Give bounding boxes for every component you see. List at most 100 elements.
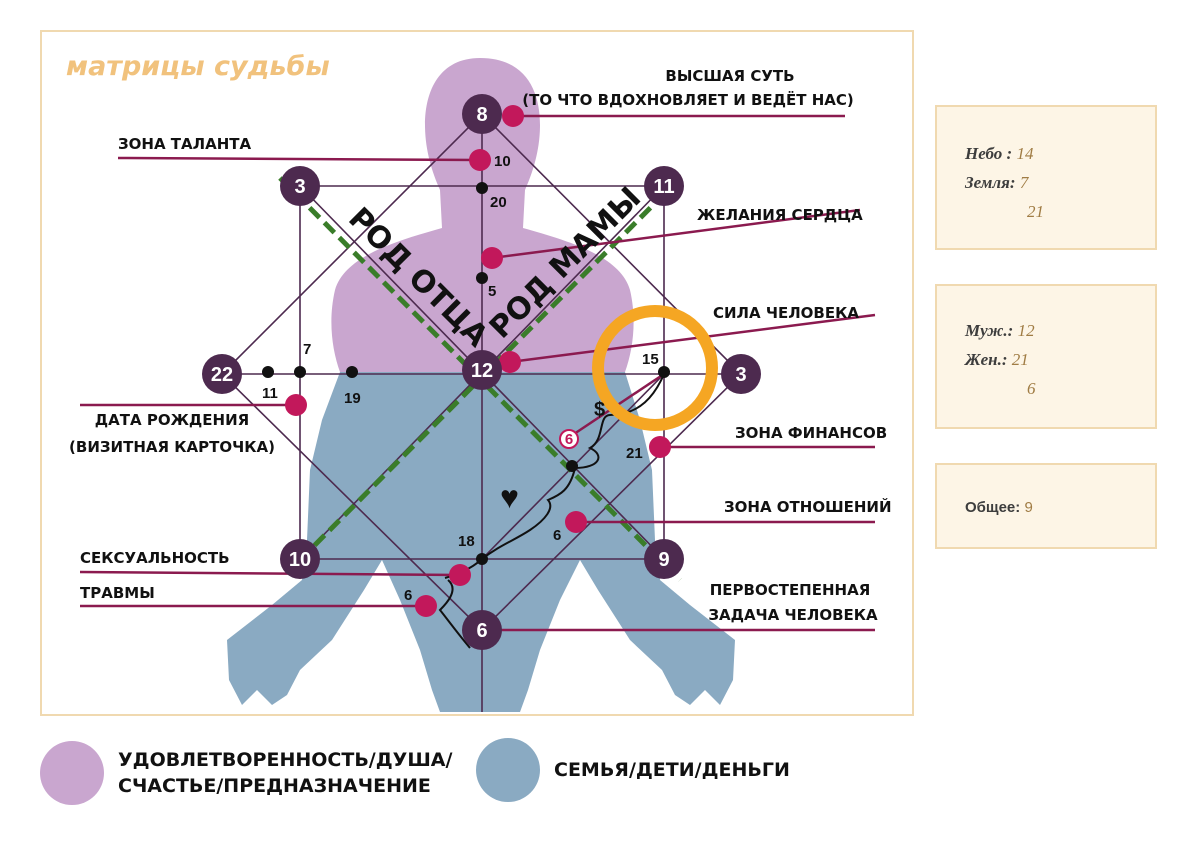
pointer-lines	[79, 114, 876, 632]
dot-traumas	[415, 595, 437, 617]
node-top-value: 8	[476, 104, 487, 126]
sky-value: 14	[1016, 144, 1034, 163]
legend-family-swatch	[476, 738, 540, 802]
node-bottom-right: 9	[644, 539, 684, 579]
diagram-title: матрицы судьбы	[66, 51, 330, 82]
label-talent-zone: ЗОНА ТАЛАНТА	[118, 135, 251, 153]
panel-sky-earth: Небо : 14 Земля: 7 21	[935, 105, 1157, 250]
sky-earth-sum: 21	[1027, 202, 1044, 221]
dot-11	[262, 366, 274, 378]
dot-power	[499, 351, 521, 373]
pointer-talent	[117, 156, 481, 162]
node-top: 8	[462, 94, 502, 134]
label-traumas: ТРАВМЫ	[80, 584, 155, 602]
total-value: 9	[1024, 499, 1033, 516]
legend-soul-text: УДОВЛЕТВОРЕННОСТЬ/ДУША/ СЧАСТЬЕ/ПРЕДНАЗН…	[118, 749, 453, 797]
node-bottom-right-value: 9	[658, 549, 669, 571]
dot-relations	[565, 511, 587, 533]
pointer-heart	[491, 208, 861, 260]
female-row: Жен.: 21	[965, 345, 1127, 374]
num-10: 10	[494, 153, 511, 170]
node-top-left-value: 3	[294, 176, 305, 198]
num-11: 11	[262, 385, 278, 402]
num-21: 21	[626, 445, 643, 462]
heart-icon: ♥	[500, 479, 519, 515]
label-birth-date: ДАТА РОЖДЕНИЯ	[95, 411, 249, 429]
num-5: 5	[488, 283, 496, 300]
node-left: 22	[202, 354, 242, 394]
node-top-right: 11	[644, 166, 684, 206]
legend-soul-swatch	[40, 741, 104, 805]
node-top-left: 3	[280, 166, 320, 206]
label-finance-zone: ЗОНА ФИНАНСОВ	[735, 424, 887, 442]
num-19: 19	[344, 390, 361, 407]
male-value: 12	[1017, 321, 1035, 340]
label-higher-essence-sub: (ТО ЧТО ВДОХНОВЛЯЕТ И ВЕДЁТ НАС)	[522, 90, 854, 109]
sky-key: Небо :	[965, 144, 1013, 163]
label-higher-essence: ВЫСШАЯ СУТЬ	[665, 67, 794, 85]
node-center-value: 12	[471, 360, 493, 382]
num-6-circle	[559, 429, 579, 449]
num-15: 15	[642, 351, 659, 368]
female-key: Жен.:	[965, 350, 1008, 369]
label-birth-date-sub: (ВИЗИТНАЯ КАРТОЧКА)	[69, 438, 275, 456]
dot-higher	[502, 105, 524, 127]
dot-15	[658, 366, 670, 378]
node-left-value: 22	[211, 364, 233, 386]
node-bottom-left-value: 10	[289, 549, 311, 571]
label-relations-zone: ЗОНА ОТНОШЕНИЙ	[724, 497, 892, 516]
male-female-sum-row: 6	[965, 374, 1127, 403]
small-dots	[262, 182, 670, 565]
pointer-sex	[79, 570, 461, 577]
dot-20	[476, 182, 488, 194]
earth-key: Земля:	[965, 173, 1016, 192]
label-primary-task-sub: ЗАДАЧА ЧЕЛОВЕКА	[708, 606, 878, 624]
node-bottom: 6	[462, 610, 502, 650]
num-7: 7	[303, 341, 311, 358]
male-female-sum: 6	[1027, 379, 1036, 398]
dot-sex	[449, 564, 471, 586]
legend-family-text: СЕМЬЯ/ДЕТИ/ДЕНЬГИ	[554, 759, 790, 781]
node-center: 12	[462, 350, 502, 390]
label-heart-desires: ЖЕЛАНИЯ СЕРДЦА	[697, 206, 863, 224]
dot-birth	[285, 394, 307, 416]
sky-row: Небо : 14	[965, 139, 1127, 168]
total-row: Общее: 9	[965, 492, 1127, 522]
legend-soul: УДОВЛЕТВОРЕННОСТЬ/ДУША/ СЧАСТЬЕ/ПРЕДНАЗН…	[40, 741, 452, 805]
small-numbers: 10 20 5 7 11 19 15 6 21 18 6 6 $ ♥	[262, 153, 659, 604]
dot-19	[346, 366, 358, 378]
sky-earth-sum-row: 21	[965, 197, 1127, 226]
num-6-low: 6	[404, 587, 412, 604]
pointer-power	[509, 313, 876, 364]
legend-family: СЕМЬЯ/ДЕТИ/ДЕНЬГИ	[476, 738, 790, 802]
panel-total: Общее: 9	[935, 463, 1157, 549]
body-lower-blue	[227, 372, 735, 712]
label-sexuality: СЕКСУАЛЬНОСТЬ	[80, 549, 230, 567]
brace-money	[574, 373, 665, 469]
num-18: 18	[458, 533, 475, 550]
diagram-frame	[40, 30, 914, 716]
node-bottom-left: 10	[280, 539, 320, 579]
node-bottom-value: 6	[476, 620, 487, 642]
dot-18	[476, 553, 488, 565]
earth-row: Земля: 7	[965, 168, 1127, 197]
zone-labels: ВЫСШАЯ СУТЬ (ТО ЧТО ВДОХНОВЛЯЕТ И ВЕДЁТ …	[69, 67, 891, 624]
male-key: Муж.:	[965, 321, 1014, 340]
dollar-icon: $	[594, 399, 605, 421]
num-6-circled: 6	[565, 431, 573, 448]
label-person-power: СИЛА ЧЕЛОВЕКА	[713, 304, 859, 322]
node-top-right-value: 11	[653, 176, 674, 198]
label-primary-task: ПЕРВОСТЕПЕННАЯ	[710, 581, 871, 599]
brace-heart	[481, 467, 576, 560]
num-6-mid: 6	[553, 527, 561, 544]
male-row: Муж.: 12	[965, 316, 1127, 345]
dot-talent	[469, 149, 491, 171]
node-right: 3	[721, 354, 761, 394]
highlight-ring	[592, 305, 718, 431]
female-value: 21	[1011, 350, 1029, 369]
dot-finance	[649, 436, 671, 458]
brace-bottom	[438, 579, 471, 649]
panel-male-female: Муж.: 12 Жен.: 21 6	[935, 284, 1157, 429]
dot-heart	[481, 247, 503, 269]
